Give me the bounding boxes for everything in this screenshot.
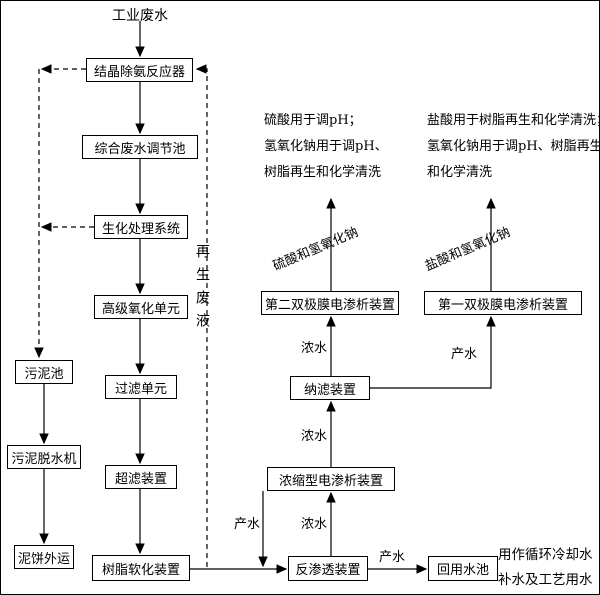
product-water-label-concentrator: 产水 xyxy=(234,517,261,532)
source-label: 工业废水 xyxy=(112,8,168,24)
sulfuric-acid-note-line3: 树脂再生和化学清洗 xyxy=(264,165,382,180)
node-regulation-tank: 综合废水调节池 xyxy=(82,135,198,159)
sulfuric-acid-note-line1: 硫酸用于调pH； xyxy=(264,113,362,128)
reuse-water-note-line1: 用作循环冷却水 xyxy=(498,547,593,563)
node-crystallization-reactor: 结晶除氨反应器 xyxy=(86,58,193,82)
node-sludge-tank: 污泥池 xyxy=(15,360,73,384)
node-advanced-oxidation: 高级氧化单元 xyxy=(94,295,188,319)
product-water-label-ro: 产水 xyxy=(379,550,406,565)
node-reverse-osmosis: 反渗透装置 xyxy=(288,556,368,581)
reuse-water-note: 用作循环冷却水 补水及工艺用水 xyxy=(498,543,593,593)
node-second-bipolar-membrane-ed: 第二双极膜电渗析装置 xyxy=(261,291,399,315)
sulfuric-acid-note: 硫酸用于调pH； 氢氧化钠用于调pH、 树脂再生和化学清洗 xyxy=(264,108,388,186)
node-concentrating-electrodialysis: 浓缩型电渗析装置 xyxy=(267,467,395,491)
node-sludge-dewatering: 污泥脱水机 xyxy=(7,445,81,469)
hydrochloric-acid-note-line3: 和化学清洗 xyxy=(427,165,493,180)
concentrate-label-nanofiltration: 浓水 xyxy=(301,341,328,356)
node-first-bipolar-membrane-ed: 第一双极膜电渗析装置 xyxy=(424,291,582,315)
node-mud-cake-out: 泥饼外运 xyxy=(14,545,74,569)
hydrochloric-acid-note-line2: 氢氧化钠用于调pH、树脂再生 xyxy=(427,139,600,154)
hydrochloric-acid-note-line1: 盐酸用于树脂再生和化学清洗； xyxy=(427,113,600,128)
node-nanofiltration: 纳滤装置 xyxy=(290,376,370,400)
bpm2-output-label: 硫酸和氢氧化钠 xyxy=(270,224,361,275)
hydrochloric-acid-note: 盐酸用于树脂再生和化学清洗； 氢氧化钠用于调pH、树脂再生 和化学清洗 xyxy=(427,108,600,186)
reuse-water-note-line2: 补水及工艺用水 xyxy=(498,572,593,588)
node-resin-softening: 树脂软化装置 xyxy=(92,555,190,581)
regen-waste-label: 再生废液 xyxy=(194,244,210,336)
concentrate-label-ro: 浓水 xyxy=(301,517,328,532)
product-water-label-nanofiltration: 产水 xyxy=(451,347,478,362)
node-filtration-unit: 过滤单元 xyxy=(105,375,177,399)
concentrate-label-concentrator: 浓水 xyxy=(301,429,328,444)
node-ultrafiltration: 超滤装置 xyxy=(105,465,177,489)
node-reuse-tank: 回用水池 xyxy=(428,556,498,581)
bpm1-output-label: 盐酸和氢氧化钠 xyxy=(422,224,513,275)
node-biochemical-system: 生化处理系统 xyxy=(94,215,188,239)
sulfuric-acid-note-line2: 氢氧化钠用于调pH、 xyxy=(264,139,388,154)
